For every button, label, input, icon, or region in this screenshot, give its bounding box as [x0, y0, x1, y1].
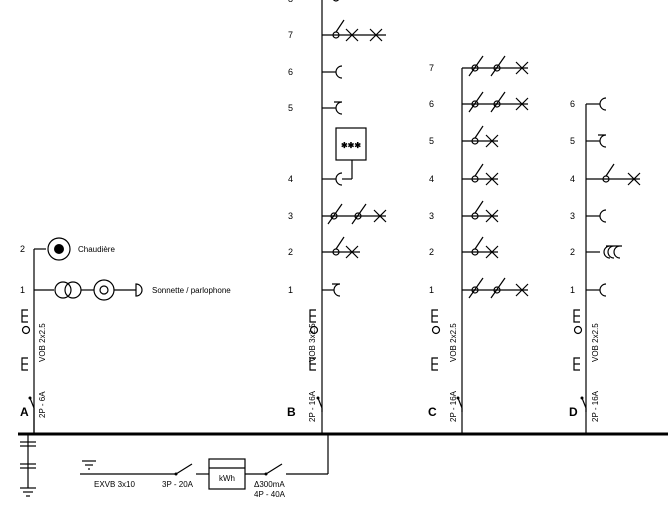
circuit-c-point-1: 1 [429, 285, 434, 295]
doorbell-icon [93, 279, 115, 301]
circuit-d-point-2: 2 [570, 247, 575, 257]
circuit-c-letter: C [428, 405, 437, 419]
circuit-a-point-2: 2 [20, 244, 25, 254]
circuit-c-breaker: 2P - 16A [449, 390, 458, 422]
differential-label: Δ300mA [254, 480, 285, 489]
circuit-b-point-5: 5 [288, 103, 293, 113]
circuit-a-cable: VOB 2x2.5 [38, 323, 47, 362]
circuit-d-point-3: 3 [570, 211, 575, 221]
circuit-c-point-7: 7 [429, 63, 434, 73]
boiler-label: Chaudière [78, 245, 115, 254]
heater-box [335, 127, 367, 161]
circuit-b: ✱✱✱ [309, 0, 387, 434]
circuit-d-point-6: 6 [570, 99, 575, 109]
circuit-b-cable: VOB 3x2.5 [308, 323, 317, 362]
differential-rating-label: 4P - 40A [254, 490, 286, 499]
circuit-c-cable: VOB 2x2.5 [449, 323, 458, 362]
circuit-b-point-4: 4 [288, 174, 293, 184]
circuit-d-letter: D [569, 405, 578, 419]
transformer-icon [54, 281, 82, 299]
circuit-c [431, 55, 529, 434]
meter-label: kWh [219, 474, 235, 483]
circuit-b-breaker: 2P - 16A [308, 390, 317, 422]
circuit-c-point-2: 2 [429, 247, 434, 257]
circuit-b-point-7: 7 [288, 30, 293, 40]
circuit-d-point-4: 4 [570, 174, 575, 184]
circuit-d-cable: VOB 2x2.5 [591, 323, 600, 362]
circuit-a [21, 237, 143, 434]
circuit-d-point-1: 1 [570, 285, 575, 295]
circuit-b-point-3: 3 [288, 211, 293, 221]
doorbell-label: Sonnette / parlophone [152, 286, 231, 295]
circuit-b-point-8: 8 [288, 0, 293, 4]
boiler-icon [47, 237, 71, 261]
supply-cable-label: EXVB 3x10 [94, 480, 135, 489]
circuit-c-point-5: 5 [429, 136, 434, 146]
supply-line [80, 434, 329, 476]
svg-text:✱✱✱: ✱✱✱ [341, 141, 361, 150]
circuit-c-point-6: 6 [429, 99, 434, 109]
circuit-c-point-3: 3 [429, 211, 434, 221]
intercom-icon [135, 283, 143, 297]
circuit-d-point-5: 5 [570, 136, 575, 146]
circuit-b-point-1: 1 [288, 285, 293, 295]
kwh-meter [208, 458, 246, 490]
circuit-b-point-6: 6 [288, 67, 293, 77]
circuit-d-breaker: 2P - 16A [591, 390, 600, 422]
circuit-d [573, 97, 641, 434]
circuit-a-breaker: 2P - 6A [38, 391, 47, 418]
circuit-a-point-1: 1 [20, 285, 25, 295]
main-breaker-label: 3P - 20A [162, 480, 194, 489]
earth-icon [20, 434, 36, 497]
circuit-a-letter: A [20, 405, 29, 419]
circuit-c-point-4: 4 [429, 174, 434, 184]
circuit-b-letter: B [287, 405, 296, 419]
circuit-b-point-2: 2 [288, 247, 293, 257]
